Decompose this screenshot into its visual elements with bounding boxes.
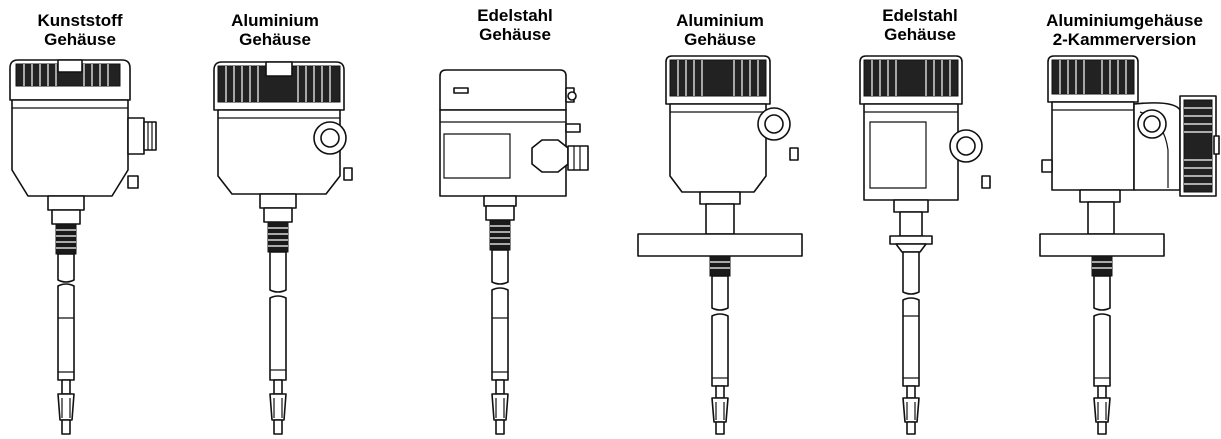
variant-aluminium-housing-flange: Aluminium Gehäuse: [630, 0, 810, 439]
caption-line-1: Aluminiumgehäuse: [1046, 11, 1203, 30]
caption-line-2: Gehäuse: [44, 30, 116, 49]
aluminium-flange-sensor-illustration: [637, 55, 803, 435]
dual-chamber-sensor-illustration: [1039, 55, 1220, 435]
stainless-clamp-sensor-illustration: [859, 55, 991, 435]
caption-line-2: 2-Kammerversion: [1052, 30, 1197, 49]
variant-caption: Kunststoff Gehäuse: [0, 11, 160, 49]
caption-line-2: Gehäuse: [884, 25, 956, 44]
caption-line-2: Gehäuse: [479, 25, 551, 44]
variant-caption: Aluminiumgehäuse 2-Kammerversion: [1028, 11, 1221, 49]
variant-stainless-housing-clamp: Edelstahl Gehäuse: [830, 0, 1010, 439]
caption-line-1: Edelstahl: [882, 6, 958, 25]
variant-aluminium-dual-chamber: Aluminiumgehäuse 2-Kammerversion: [1028, 0, 1221, 439]
variant-caption: Edelstahl Gehäuse: [420, 6, 610, 44]
variant-caption: Aluminium Gehäuse: [630, 11, 810, 49]
caption-line-2: Gehäuse: [684, 30, 756, 49]
caption-line-1: Kunststoff: [37, 11, 123, 30]
aluminium-housing-sensor-illustration: [213, 61, 353, 435]
variant-plastic-housing: Kunststoff Gehäuse: [0, 0, 160, 439]
variant-caption: Edelstahl Gehäuse: [830, 6, 1010, 44]
variant-aluminium-housing: Aluminium Gehäuse: [180, 0, 370, 439]
caption-line-1: Edelstahl: [477, 6, 553, 25]
plastic-housing-sensor-illustration: [9, 59, 157, 435]
variant-stainless-housing: Edelstahl Gehäuse: [420, 0, 610, 439]
stainless-housing-sensor-illustration: [439, 69, 589, 435]
caption-line-1: Aluminium: [231, 11, 319, 30]
caption-line-1: Aluminium: [676, 11, 764, 30]
variant-caption: Aluminium Gehäuse: [180, 11, 370, 49]
caption-line-2: Gehäuse: [239, 30, 311, 49]
